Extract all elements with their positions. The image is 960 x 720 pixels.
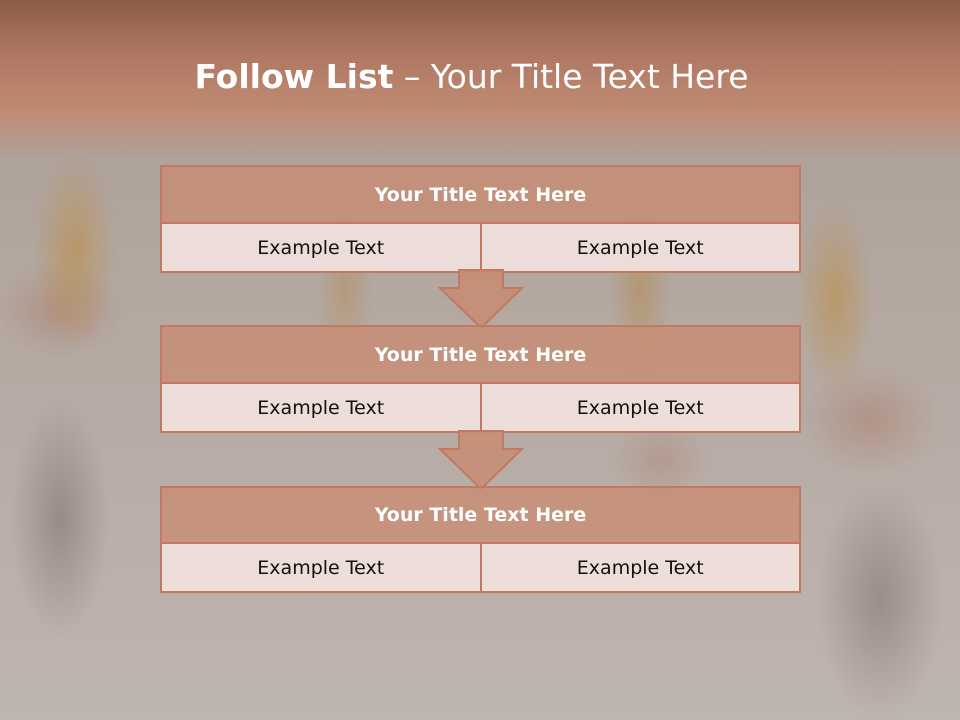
block-cell-right[interactable]: Example Text xyxy=(479,384,799,431)
list-block-1: Your Title Text Here Example Text Exampl… xyxy=(160,165,801,273)
down-arrow-icon xyxy=(438,269,524,330)
header-band xyxy=(0,0,960,160)
slide-title-rest: – Your Title Text Here xyxy=(403,57,749,96)
block-title[interactable]: Your Title Text Here xyxy=(162,167,799,224)
down-arrow-icon xyxy=(438,430,524,491)
block-title[interactable]: Your Title Text Here xyxy=(162,327,799,384)
block-row: Example Text Example Text xyxy=(162,544,799,591)
block-cell-right[interactable]: Example Text xyxy=(479,224,799,271)
block-row: Example Text Example Text xyxy=(162,384,799,431)
block-title[interactable]: Your Title Text Here xyxy=(162,488,799,544)
list-block-3: Your Title Text Here Example Text Exampl… xyxy=(160,486,801,593)
block-cell-left[interactable]: Example Text xyxy=(162,384,480,431)
block-cell-left[interactable]: Example Text xyxy=(162,224,480,271)
slide-title-bold: Follow List xyxy=(194,57,394,96)
block-cell-left[interactable]: Example Text xyxy=(162,544,480,591)
block-row: Example Text Example Text xyxy=(162,224,799,271)
block-cell-right[interactable]: Example Text xyxy=(479,544,799,591)
list-block-2: Your Title Text Here Example Text Exampl… xyxy=(160,325,801,433)
slide-title: Follow List – Your Title Text Here xyxy=(0,55,943,99)
